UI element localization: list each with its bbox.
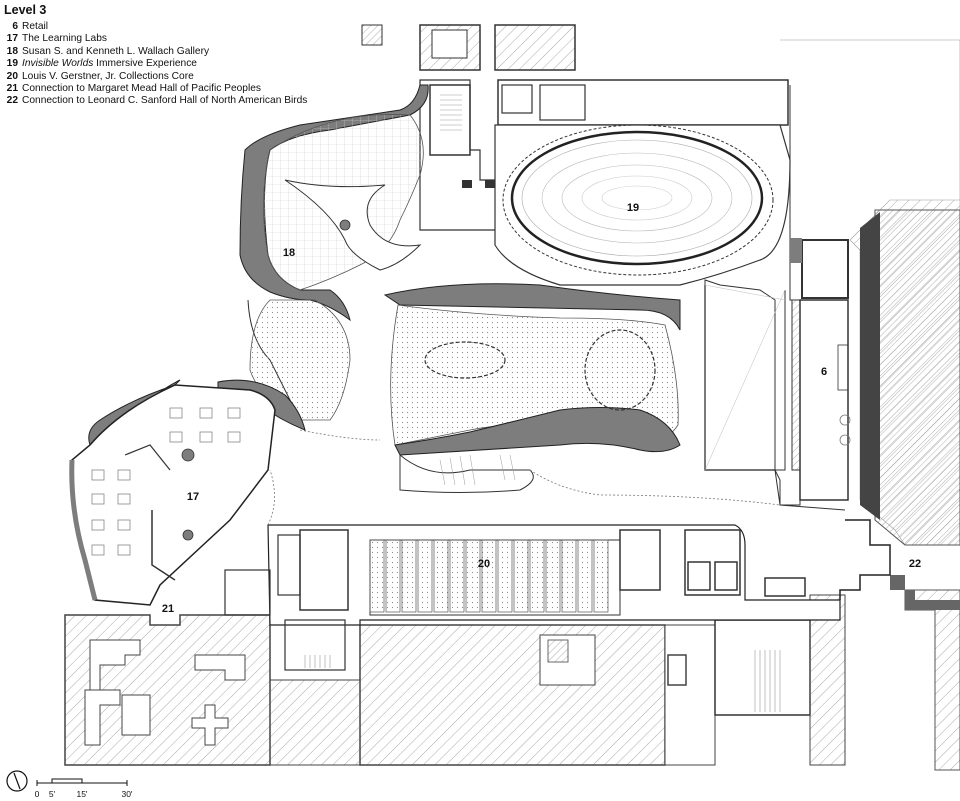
room-label-21: 21	[161, 603, 175, 615]
legend-label: Immersive Experience	[93, 58, 197, 70]
circulation-path	[267, 429, 781, 526]
room-label-22: 22	[908, 558, 922, 570]
left-building-hatch	[64, 614, 271, 766]
legend-number: 17	[6, 33, 18, 45]
legend-item-18: 18 Susan S. and Kenneth L. Wallach Galler…	[4, 46, 364, 58]
bottom-building-hatch	[269, 594, 846, 766]
legend: Level 3 6 Retail 17 The Learning Labs 18 Su…	[4, 2, 364, 108]
legend-number: 22	[6, 95, 18, 107]
immersive-19	[494, 124, 791, 286]
legend-label: Retail	[22, 21, 49, 32]
retail-room	[704, 85, 851, 506]
legend-number: 21	[6, 83, 18, 95]
legend-label: The Learning Labs	[22, 33, 107, 45]
legend-number: 6	[12, 21, 18, 32]
legend-number: 20	[6, 70, 18, 82]
gallery-18	[239, 84, 429, 421]
legend-number: 18	[6, 45, 18, 57]
room-label-18: 18	[282, 247, 296, 259]
legend-label: Connection to Leonard C. Sanford Hall of…	[22, 95, 308, 107]
legend-item-19: 19 Invisible Worlds Immersive Experience	[4, 58, 364, 70]
connection-22	[774, 469, 891, 600]
room-label-17: 17	[186, 491, 200, 503]
north-arrow	[6, 770, 28, 792]
learning-labs-17	[69, 384, 276, 606]
legend-number: 19	[6, 58, 18, 70]
scale-label-5: 5'	[48, 789, 56, 799]
room-label-6: 6	[820, 366, 828, 378]
legend-item-6: 6 Retail	[4, 21, 364, 33]
right-building-hatch	[780, 39, 960, 771]
legend-label-italic: Invisible Worlds	[22, 58, 94, 70]
legend-item-17: 17 The Learning Labs	[4, 33, 364, 45]
room-label-20: 20	[477, 558, 491, 570]
scale-label-15: 15'	[76, 789, 88, 799]
central-cave	[88, 283, 681, 493]
legend-label: Connection to Margaret Mead Hall of Paci…	[22, 83, 261, 95]
collections-core-20	[224, 524, 841, 671]
scale-label-30: 30'	[121, 789, 133, 799]
level-title: Level 3	[4, 3, 47, 17]
legend-item-20: 20 Louis V. Gerstner, Jr. Collections Cor…	[4, 71, 364, 83]
scale-label-0: 0	[34, 789, 40, 799]
legend-label: Susan S. and Kenneth L. Wallach Gallery	[22, 45, 210, 57]
legend-list: 6 Retail 17 The Learning Labs 18 Susan S. a…	[4, 21, 364, 108]
room-label-19: 19	[626, 202, 640, 214]
top-structures	[361, 24, 789, 231]
scale-bar	[36, 778, 128, 786]
legend-item-22: 22 Connection to Leonard C. Sanford Hall …	[4, 95, 364, 107]
legend-item-21: 21 Connection to Margaret Mead Hall of Pa…	[4, 83, 364, 95]
legend-label: Louis V. Gerstner, Jr. Collections Core	[22, 70, 194, 82]
